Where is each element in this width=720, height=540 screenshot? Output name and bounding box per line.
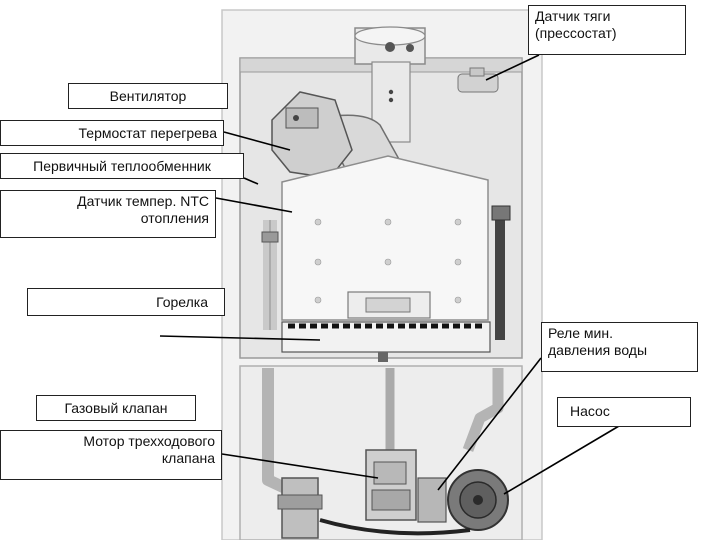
label-three-way-motor-line1: Мотор трехходового bbox=[83, 433, 215, 449]
label-primary-heat-exchanger-text: Первичный теплообменник bbox=[33, 158, 211, 174]
heat-exchanger-rivets bbox=[314, 218, 462, 304]
label-burner: Горелка bbox=[27, 288, 225, 316]
label-draft-sensor: Датчик тяги (прессостат) bbox=[528, 5, 686, 55]
leader-lines bbox=[159, 54, 620, 495]
pump-belt bbox=[319, 518, 471, 536]
label-fan-text: Вентилятор bbox=[109, 88, 187, 104]
label-three-way-motor-line2: клапана bbox=[161, 450, 215, 466]
label-draft-sensor-line2: (прессостат) bbox=[535, 25, 617, 41]
label-pump-text: Насос bbox=[570, 403, 610, 419]
leader-pump bbox=[503, 425, 620, 495]
ntc-sensor-clip bbox=[261, 231, 279, 243]
label-water-pressure-relay-line2: давления воды bbox=[548, 342, 648, 358]
label-ntc-sensor: Датчик темпер. NTC отопления bbox=[0, 190, 216, 238]
label-water-pressure-relay: Реле мин. давления воды bbox=[541, 322, 698, 372]
leader-heat-exchanger bbox=[243, 177, 259, 185]
label-gas-valve-text: Газовый клапан bbox=[64, 400, 168, 416]
leader-ntc-sensor bbox=[215, 197, 293, 213]
leader-pressure-relay bbox=[437, 357, 542, 491]
right-water-pipe bbox=[462, 368, 504, 452]
label-water-pressure-relay-line1: Реле мин. bbox=[548, 325, 613, 341]
leader-three-way-motor bbox=[221, 453, 379, 479]
label-burner-text: Горелка bbox=[156, 294, 208, 310]
label-ntc-sensor-line1: Датчик темпер. NTC bbox=[77, 193, 209, 209]
label-pump: Насос bbox=[557, 397, 691, 427]
inspection-window bbox=[347, 291, 431, 319]
label-fan: Вентилятор bbox=[68, 83, 228, 109]
heat-exchanger bbox=[281, 155, 489, 321]
label-ntc-sensor-line2: отопления bbox=[140, 210, 209, 226]
label-three-way-motor: Мотор трехходового клапана bbox=[0, 430, 222, 480]
leader-overheat-thermostat bbox=[223, 131, 291, 151]
leader-draft-sensor bbox=[485, 54, 540, 81]
label-overheat-thermostat: Термостат перегрева bbox=[0, 120, 224, 146]
label-primary-heat-exchanger: Первичный теплообменник bbox=[0, 153, 244, 179]
leader-burner bbox=[159, 335, 321, 341]
label-gas-valve: Газовый клапан bbox=[36, 395, 196, 421]
label-overheat-thermostat-text: Термостат перегрева bbox=[78, 125, 217, 141]
label-draft-sensor-line1: Датчик тяги bbox=[535, 8, 611, 24]
